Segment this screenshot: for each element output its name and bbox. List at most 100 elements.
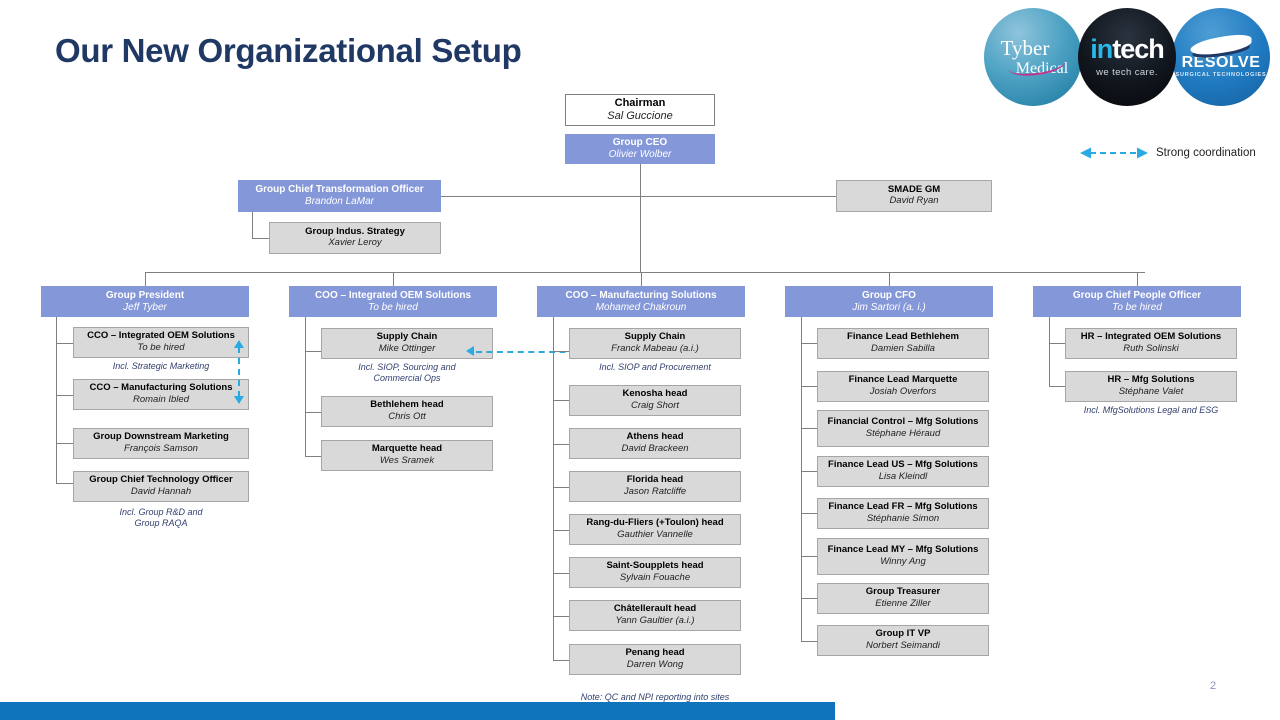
node-finance-lead-fr-mfg[interactable]: Finance Lead FR – Mfg Solutions Stéphani…: [817, 498, 989, 529]
node-bethlehem-role: Bethlehem head: [370, 399, 444, 411]
connector-col1-b1: [56, 343, 73, 344]
connector-col4-b5: [801, 513, 817, 514]
node-finance-lead-bethlehem[interactable]: Finance Lead Bethlehem Damien Sabilla: [817, 328, 989, 359]
connector-col4-spine: [801, 317, 802, 641]
node-coo-oem-name: To be hired: [368, 301, 418, 313]
node-marquette-head[interactable]: Marquette head Wes Sramek: [321, 440, 493, 471]
node-group-chief-transformation-officer[interactable]: Group Chief Transformation Officer Brand…: [238, 180, 441, 212]
node-gcpo-name: To be hired: [1112, 301, 1162, 313]
node-coo-mfg-role: COO – Manufacturing Solutions: [565, 289, 717, 301]
connector-col3-b8: [553, 660, 569, 661]
node-rang-du-fliers-role: Rang-du-Fliers (+Toulon) head: [586, 517, 724, 529]
node-hr-mfg-role: HR – Mfg Solutions: [1107, 374, 1195, 386]
node-cco-mfg-name: Romain Ibled: [133, 393, 189, 405]
connector-col1-b3: [56, 443, 73, 444]
tyber-logo-line2: Medical: [1015, 59, 1069, 77]
node-fl-us-role: Finance Lead US – Mfg Solutions: [828, 459, 978, 471]
node-coo-manufacturing[interactable]: COO – Manufacturing Solutions Mohamed Ch…: [537, 286, 745, 317]
node-athens-head[interactable]: Athens head David Brackeen: [569, 428, 741, 459]
connector-col4-b8: [801, 641, 817, 642]
node-athens-role: Athens head: [626, 431, 684, 443]
node-treasurer-role: Group Treasurer: [865, 586, 941, 598]
node-fl-bethlehem-name: Damien Sabilla: [871, 342, 935, 354]
page-title: Our New Organizational Setup: [55, 32, 522, 69]
connector-col1-spine: [56, 317, 57, 483]
tyber-logo-line1: Tyber: [1000, 35, 1050, 60]
node-it-vp-name: Norbert Seimandi: [866, 639, 940, 651]
connector-col4-b2: [801, 386, 817, 387]
node-saint-soupplets-name: Sylvain Fouache: [619, 571, 691, 583]
connector-col2-b2: [305, 412, 321, 413]
intech-logo-in: in: [1090, 34, 1113, 64]
connector-col3-b4: [553, 487, 569, 488]
node-saint-soupplets-role: Saint-Soupplets head: [606, 560, 704, 572]
node-kenosha-role: Kenosha head: [622, 388, 688, 400]
connector-col3-b6: [553, 573, 569, 574]
node-coo-integrated-oem[interactable]: COO – Integrated OEM Solutions To be hir…: [289, 286, 497, 317]
legend-label: Strong coordination: [1156, 147, 1256, 159]
intech-logo-tech: tech: [1112, 34, 1165, 64]
node-group-it-vp[interactable]: Group IT VP Norbert Seimandi: [817, 625, 989, 656]
coordination-arrow-cco-vertical: [238, 347, 240, 397]
tyber-medical-logo: Tyber Medical: [984, 8, 1082, 106]
node-group-downstream-marketing[interactable]: Group Downstream Marketing François Sams…: [73, 428, 249, 459]
node-marquette-role: Marquette head: [371, 443, 443, 455]
connector-col4-b6: [801, 556, 817, 557]
connector-ceo-lateral: [440, 196, 992, 197]
node-chatellerault-name: Yann Gaultier (a.i.): [615, 614, 695, 626]
node-chatellerault-head[interactable]: Châtellerault head Yann Gaultier (a.i.): [569, 600, 741, 631]
node-group-president[interactable]: Group President Jeff Tyber: [41, 286, 249, 317]
node-group-president-name: Jeff Tyber: [123, 301, 167, 313]
node-finance-lead-us-mfg[interactable]: Finance Lead US – Mfg Solutions Lisa Kle…: [817, 456, 989, 487]
node-penang-head[interactable]: Penang head Darren Wong: [569, 644, 741, 675]
node-marquette-name: Wes Sramek: [379, 454, 435, 466]
node-finance-lead-my-mfg[interactable]: Finance Lead MY – Mfg Solutions Winny An…: [817, 538, 989, 575]
node-group-treasurer[interactable]: Group Treasurer Etienne Ziller: [817, 583, 989, 614]
intech-logo-wordmark: intech: [1090, 34, 1165, 64]
connector-col1-b4: [56, 483, 73, 484]
coordination-arrow-cco-up-head: [234, 340, 244, 348]
connector-col4-b4: [801, 471, 817, 472]
node-group-cto[interactable]: Group Chief Technology Officer David Han…: [73, 471, 249, 502]
node-cco-integrated-oem[interactable]: CCO – Integrated OEM Solutions To be hir…: [73, 327, 249, 358]
node-cco-manufacturing[interactable]: CCO – Manufacturing Solutions Romain Ibl…: [73, 379, 249, 410]
node-bethlehem-head[interactable]: Bethlehem head Chris Ott: [321, 396, 493, 427]
node-downstream-role: Group Downstream Marketing: [93, 431, 229, 443]
node-hr-mfg-solutions[interactable]: HR – Mfg Solutions Stéphane Valet: [1065, 371, 1237, 402]
connector-col1-b2: [56, 395, 73, 396]
node-supply-chain-mfg-name: Franck Mabeau (a.i.): [611, 342, 699, 354]
node-group-ceo[interactable]: Group CEO Olivier Wolber: [565, 134, 715, 164]
node-cco-mfg-role: CCO – Manufacturing Solutions: [89, 382, 233, 394]
node-finance-lead-marquette[interactable]: Finance Lead Marquette Josiah Overfors: [817, 371, 989, 402]
note-mfg-legal-esg: Incl. MfgSolutions Legal and ESG: [1083, 405, 1219, 415]
node-group-chief-people-officer[interactable]: Group Chief People Officer To be hired: [1033, 286, 1241, 317]
connector-gcto-down: [252, 212, 253, 238]
node-gcto-name: Brandon LaMar: [305, 196, 374, 208]
node-fl-fr-role: Finance Lead FR – Mfg Solutions: [828, 501, 978, 513]
connector-col2-b1: [305, 351, 321, 352]
node-florida-head[interactable]: Florida head Jason Ratcliffe: [569, 471, 741, 502]
node-rang-du-fliers-head[interactable]: Rang-du-Fliers (+Toulon) head Gauthier V…: [569, 514, 741, 545]
node-smade-gm[interactable]: SMADE GM David Ryan: [836, 180, 992, 212]
node-hr-integrated-oem[interactable]: HR – Integrated OEM Solutions Ruth Solin…: [1065, 328, 1237, 359]
node-supply-chain-oem[interactable]: Supply Chain Mike Ottinger: [321, 328, 493, 359]
coordination-arrow-sc-left-head: [466, 346, 474, 356]
node-chairman[interactable]: Chairman Sal Guccione: [565, 94, 715, 126]
note-siop-sourcing: Incl. SIOP, Sourcing and Commercial Ops: [358, 362, 456, 384]
connector-col2-spine: [305, 317, 306, 456]
node-group-ceo-role: Group CEO: [612, 137, 668, 149]
node-fin-control-role: Financial Control – Mfg Solutions: [827, 416, 979, 428]
node-financial-control-mfg[interactable]: Financial Control – Mfg Solutions Stépha…: [817, 410, 989, 447]
page-number: 2: [1210, 680, 1217, 692]
node-group-cfo[interactable]: Group CFO Jim Sartori (a. i.): [785, 286, 993, 317]
coordination-arrow-cco-down-head: [234, 396, 244, 404]
node-penang-name: Darren Wong: [626, 658, 684, 670]
node-group-indus-strategy[interactable]: Group Indus. Strategy Xavier Leroy: [269, 222, 441, 254]
node-supply-chain-mfg[interactable]: Supply Chain Franck Mabeau (a.i.): [569, 328, 741, 359]
node-kenosha-head[interactable]: Kenosha head Craig Short: [569, 385, 741, 416]
connector-col3-b3: [553, 444, 569, 445]
node-saint-soupplets-head[interactable]: Saint-Soupplets head Sylvain Fouache: [569, 557, 741, 588]
node-group-president-role: Group President: [105, 289, 185, 301]
node-fl-marquette-name: Josiah Overfors: [869, 385, 937, 397]
